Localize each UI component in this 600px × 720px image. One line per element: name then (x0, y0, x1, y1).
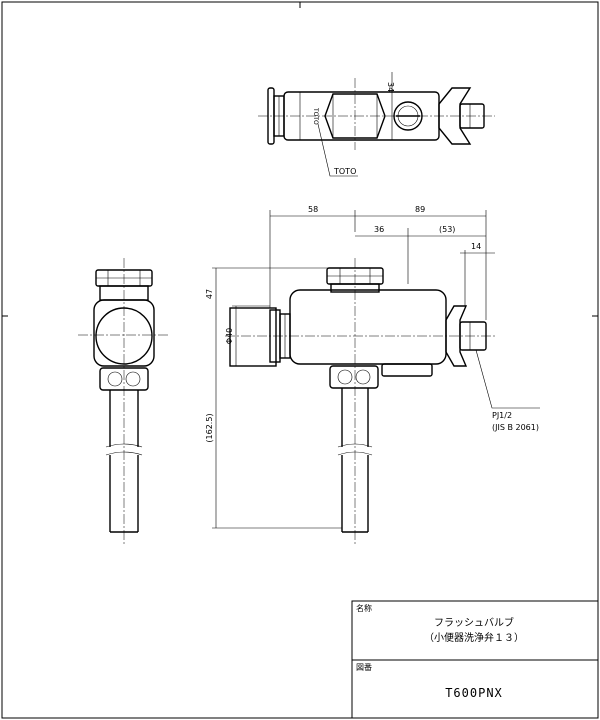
dim-top-depth: 34 (386, 82, 395, 92)
title-name-label: 名称 (356, 603, 372, 613)
title-block (351, 600, 599, 719)
dim-right-length: 89 (415, 205, 425, 214)
top-view (258, 72, 495, 150)
dim-left-length: 58 (308, 205, 318, 214)
dim-total-height: (162.5) (205, 413, 214, 442)
side-view (78, 258, 170, 545)
brand-leader-line (317, 123, 358, 177)
dim-body-diameter: Φ40 (225, 328, 234, 344)
dim-center-offset: 36 (374, 225, 384, 234)
brand-stamp: TOTO (312, 107, 319, 125)
dim-ref-length: (53) (439, 225, 455, 234)
title-drawing-no: T600PNX (445, 686, 503, 700)
title-name-line2: （小便器洗浄弁１３） (424, 631, 524, 644)
title-name-line1: フラッシュバルブ (434, 616, 514, 629)
dim-nut-width: 14 (471, 242, 481, 251)
thread-standard: (JIS B 2061) (492, 423, 539, 432)
front-view (212, 210, 495, 545)
thread-label: PJ1/2 (492, 411, 512, 420)
thread-leader-line (475, 349, 540, 409)
brand-leader-label: TOTO (333, 167, 356, 176)
dim-body-height: 47 (205, 289, 214, 299)
title-drawing-no-label: 図番 (356, 662, 372, 672)
